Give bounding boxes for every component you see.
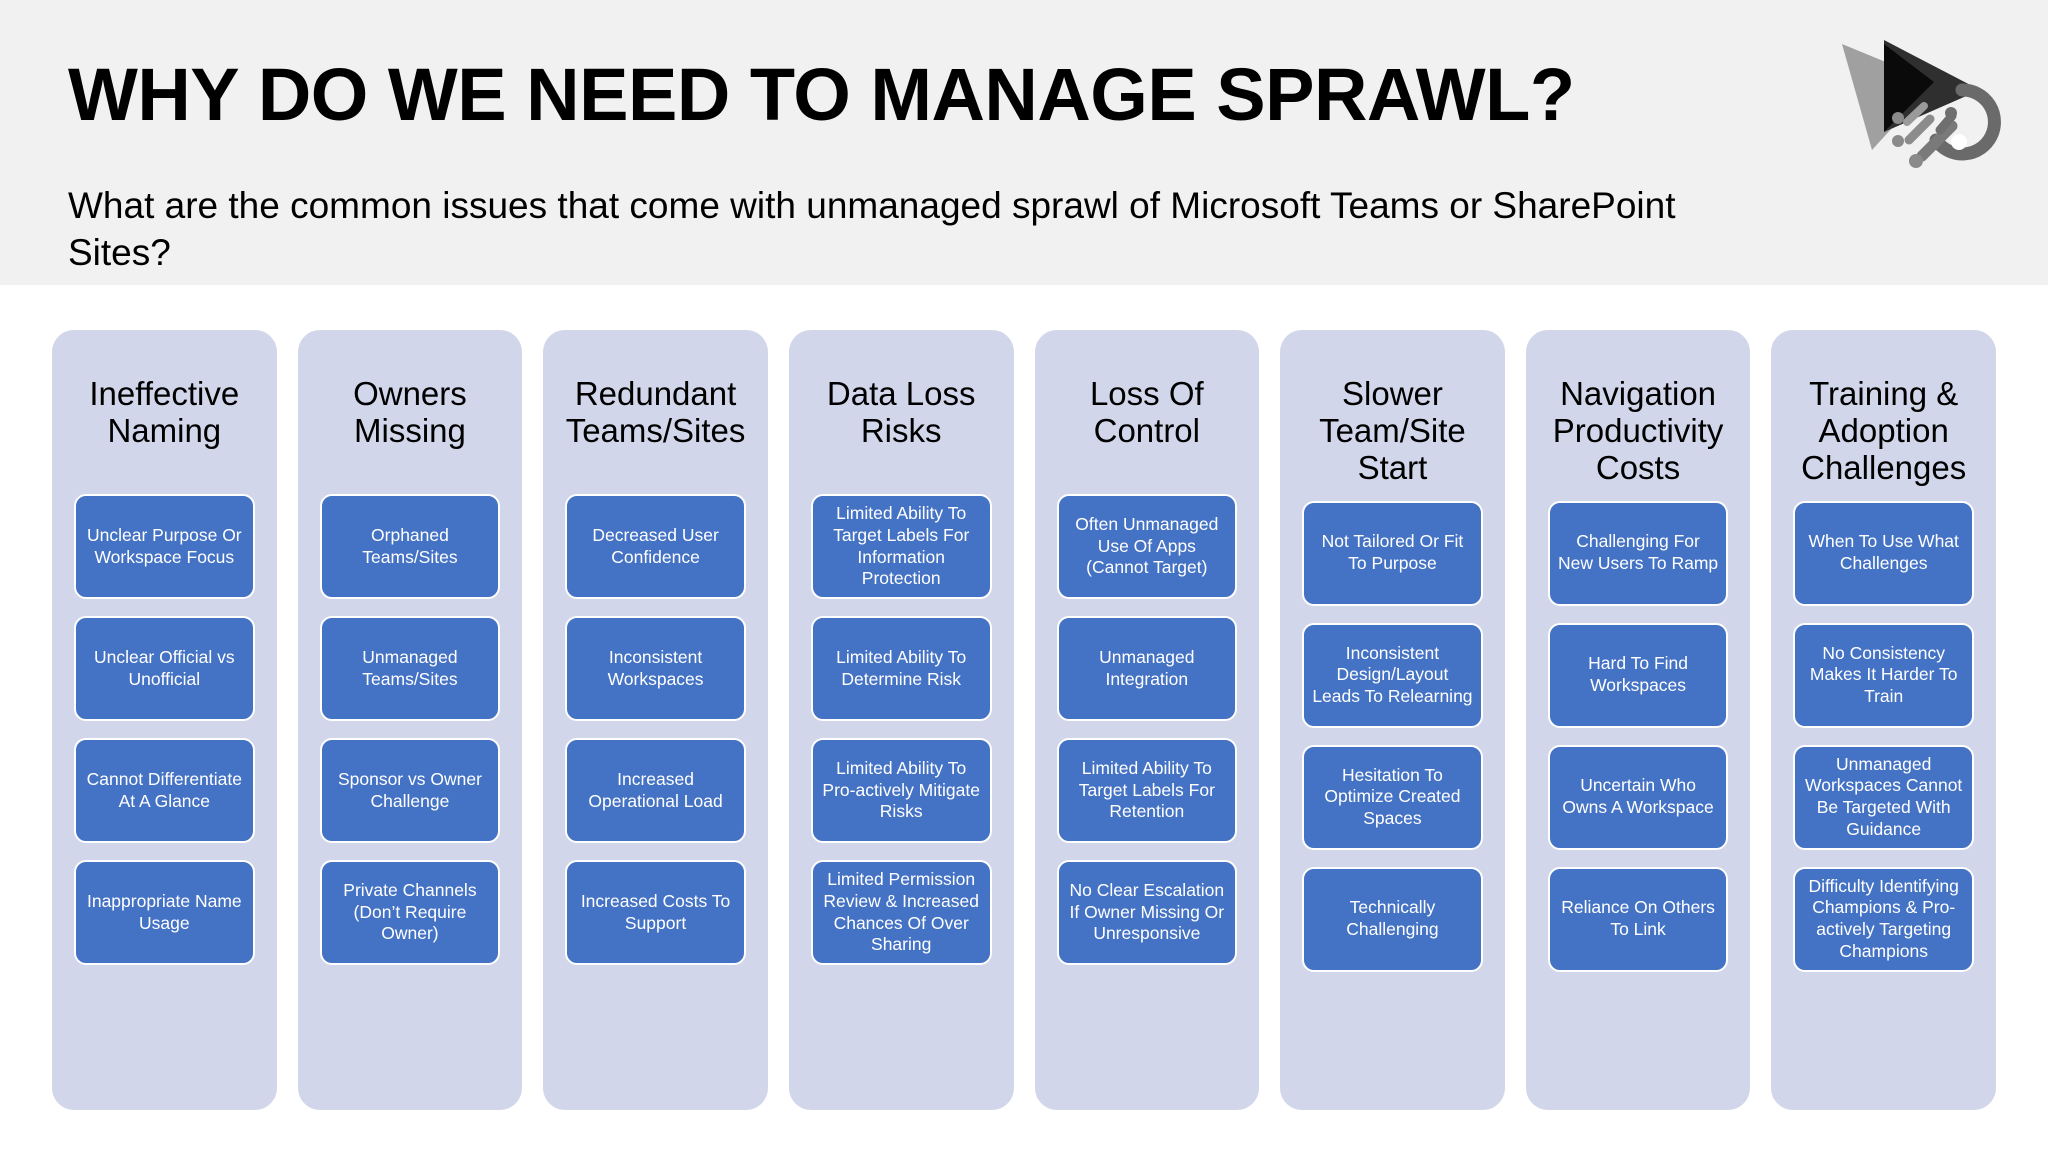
issue-chip[interactable]: Not Tailored Or Fit To Purpose — [1302, 500, 1483, 606]
issue-chip-label: Challenging For New Users To Ramp — [1557, 531, 1719, 574]
issue-chip[interactable]: Orphaned Teams/Sites — [319, 494, 501, 599]
issue-chip-label: Technically Challenging — [1346, 897, 1439, 940]
column-heading: Data Loss Risks — [826, 375, 976, 449]
issue-chip[interactable]: When To Use What Challenges — [1793, 500, 1974, 606]
column-heading: Owners Missing — [353, 375, 467, 449]
issue-chip-label: When To Use What Challenges — [1808, 531, 1959, 574]
issue-chip[interactable]: Reliance On Others To Link — [1547, 866, 1729, 972]
issue-chip[interactable]: Uncertain Who Owns A Workspace — [1547, 744, 1729, 850]
issue-chip[interactable]: Inconsistent Workspaces — [565, 616, 746, 721]
issue-chip-label: Limited Ability To Target Labels For Ret… — [1078, 757, 1215, 822]
issue-chip[interactable]: Unclear Purpose Or Workspace Focus — [74, 494, 255, 599]
issue-chip-label: Private Channels (Don’t Require Owner) — [343, 879, 477, 944]
issue-chip-stack: When To Use What Challenges No Consistenc… — [1793, 500, 1974, 972]
issue-chip-stack: Often Unmanaged Use Of Apps (Cannot Targ… — [1056, 494, 1238, 965]
issue-chip-label: Reliance On Others To Link — [1561, 897, 1715, 940]
issue-chip-label: Cannot Differentiate At A Glance — [86, 768, 242, 811]
issue-chip[interactable]: Unmanaged Integration — [1056, 616, 1238, 721]
issue-chip[interactable]: No Clear Escalation If Owner Missing Or … — [1056, 860, 1238, 965]
issue-chip[interactable]: Decreased User Confidence — [565, 494, 746, 599]
issue-chip-label: Often Unmanaged Use Of Apps (Cannot Targ… — [1075, 513, 1219, 578]
issue-chip-label: Unmanaged Workspaces Cannot Be Targeted … — [1805, 753, 1963, 840]
issue-chip[interactable]: Hard To Find Workspaces — [1547, 622, 1729, 728]
issue-chip-label: Sponsor vs Owner Challenge — [337, 768, 482, 811]
issue-chip-label: Inconsistent Workspaces — [607, 646, 704, 689]
issue-chip[interactable]: Limited Ability To Pro-actively Mitigate… — [810, 738, 992, 843]
column-heading: Navigation Productivity Costs — [1552, 375, 1724, 486]
issue-chip[interactable]: Inconsistent Design/Layout Leads To Rele… — [1302, 622, 1483, 728]
issue-chip[interactable]: Limited Ability To Target Labels For Inf… — [810, 494, 992, 599]
column-heading: Redundant Teams/Sites — [565, 375, 746, 449]
issue-chip-label: Inappropriate Name Usage — [86, 890, 242, 933]
issue-chip-label: No Clear Escalation If Owner Missing Or … — [1069, 879, 1225, 944]
page-subtitle: What are the common issues that come wit… — [68, 185, 1676, 274]
issue-chip-label: Not Tailored Or Fit To Purpose — [1321, 531, 1464, 574]
issue-chip-label: Limited Permission Review & Increased Ch… — [823, 868, 979, 955]
issue-chip[interactable]: Difficulty Identifying Champions & Pro-a… — [1793, 866, 1974, 972]
issue-chip-label: Unmanaged Integration — [1099, 646, 1195, 689]
column-heading: Loss Of Control — [1089, 375, 1204, 449]
issue-chip-label: Increased Costs To Support — [580, 890, 731, 933]
issue-chip-label: Uncertain Who Owns A Workspace — [1562, 775, 1714, 818]
issue-chip[interactable]: Private Channels (Don’t Require Owner) — [319, 860, 501, 965]
issue-chip[interactable]: Limited Ability To Determine Risk — [810, 616, 992, 721]
issue-chip[interactable]: Often Unmanaged Use Of Apps (Cannot Targ… — [1056, 494, 1238, 599]
issue-chip[interactable]: Challenging For New Users To Ramp — [1547, 500, 1729, 606]
issue-chip-label: Limited Ability To Pro-actively Mitigate… — [822, 757, 980, 822]
issue-chip[interactable]: Increased Costs To Support — [565, 860, 746, 965]
issue-chip-label: Unclear Official vs Unofficial — [93, 646, 235, 689]
issue-chip-label: Unmanaged Teams/Sites — [362, 646, 458, 689]
issue-chip[interactable]: Sponsor vs Owner Challenge — [319, 738, 501, 843]
issue-chip-label: Inconsistent Design/Layout Leads To Rele… — [1312, 642, 1473, 707]
issue-chip[interactable]: Unclear Official vs Unofficial — [74, 616, 255, 721]
issue-chip[interactable]: Inappropriate Name Usage — [74, 860, 255, 965]
issue-chip[interactable]: Limited Ability To Target Labels For Ret… — [1056, 738, 1238, 843]
issue-chip-label: Hard To Find Workspaces — [1588, 653, 1688, 696]
issue-chip[interactable]: No Consistency Makes It Harder To Train — [1793, 622, 1974, 728]
issue-chip-stack: Limited Ability To Target Labels For Inf… — [810, 494, 992, 965]
issue-chip-label: No Consistency Makes It Harder To Train — [1809, 642, 1958, 707]
issue-chip-label: Limited Ability To Determine Risk — [836, 646, 967, 689]
issue-chip[interactable]: Hesitation To Optimize Created Spaces — [1302, 744, 1483, 850]
issue-chip[interactable]: Cannot Differentiate At A Glance — [74, 738, 255, 843]
issue-chip[interactable]: Increased Operational Load — [565, 738, 746, 843]
play-triangle-orbit-logo — [1812, 22, 2012, 172]
column-heading: Training & Adoption Challenges — [1801, 375, 1967, 486]
issue-chip[interactable]: Technically Challenging — [1302, 866, 1483, 972]
column-heading: Slower Team/Site Start — [1319, 375, 1466, 486]
issue-chip-label: Limited Ability To Target Labels For Inf… — [833, 502, 970, 589]
issue-chip[interactable]: Unmanaged Workspaces Cannot Be Targeted … — [1793, 744, 1974, 850]
header-band: WHY DO WE NEED TO MANAGE SPRAWL? What ar… — [0, 0, 2048, 285]
column-heading: Ineffective Naming — [89, 375, 240, 449]
issue-chip-label: Decreased User Confidence — [592, 524, 719, 567]
issue-chip-label: Difficulty Identifying Champions & Pro-a… — [1808, 875, 1959, 962]
issue-chip-label: Increased Operational Load — [588, 768, 723, 811]
issue-chip-label: Hesitation To Optimize Created Spaces — [1324, 764, 1461, 829]
issue-chip[interactable]: Unmanaged Teams/Sites — [319, 616, 501, 721]
issue-chip[interactable]: Limited Permission Review & Increased Ch… — [810, 860, 992, 965]
issue-chip-label: Orphaned Teams/Sites — [362, 524, 458, 567]
issue-chip-label: Unclear Purpose Or Workspace Focus — [86, 524, 242, 567]
page-title: WHY DO WE NEED TO MANAGE SPRAWL? — [68, 53, 1575, 136]
